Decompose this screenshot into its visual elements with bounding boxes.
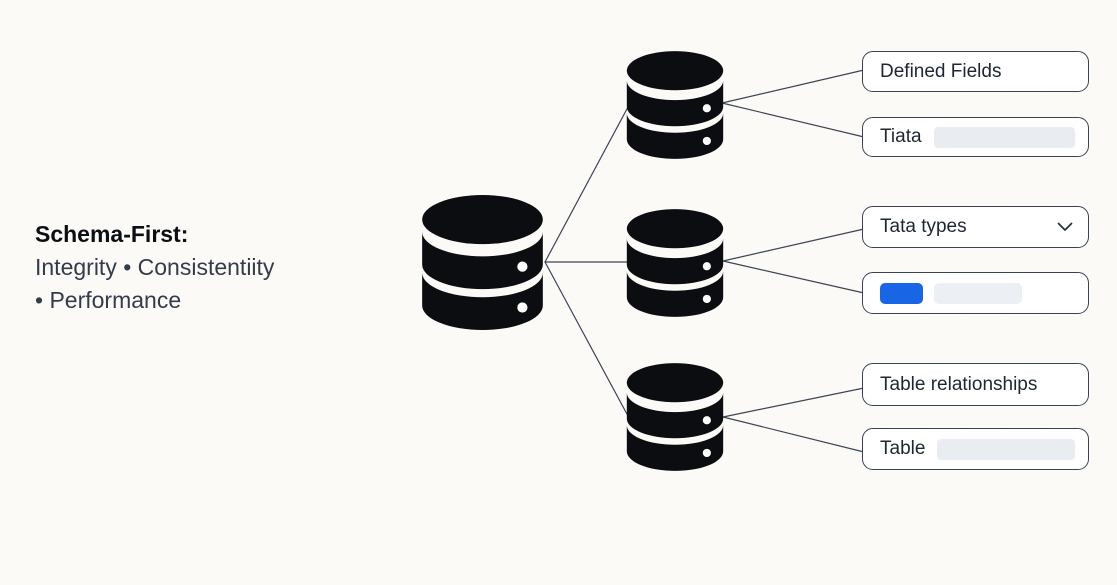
defined-fields-box: Defined Fields (862, 51, 1089, 92)
tiata-label: Tiata (880, 126, 922, 147)
table-box: Table (862, 428, 1089, 470)
caption-title: Schema-First: (35, 221, 189, 247)
caption-line-1: Integrity • Consistentiity (35, 254, 275, 280)
connector-line (721, 102, 865, 138)
progress-box (862, 272, 1089, 314)
database-icon (626, 363, 724, 471)
caption-line-2: • Performance (35, 287, 182, 313)
connector-line (722, 416, 865, 453)
tata-types-dropdown[interactable]: Tata types (862, 206, 1089, 248)
table-relationships-label: Table relationships (880, 373, 1038, 395)
tiata-box: Tiata (862, 117, 1089, 157)
database-icon (422, 195, 543, 330)
tata-types-label: Tata types (880, 216, 967, 237)
connector-line (722, 260, 865, 294)
connector-line (721, 69, 865, 104)
connector-line (544, 106, 629, 263)
table-label: Table (880, 438, 926, 459)
text-placeholder (934, 282, 1022, 304)
blue-button-placeholder (880, 282, 923, 304)
connector-line (722, 387, 865, 418)
connector-line (722, 228, 865, 262)
table-relationships-box: Table relationships (862, 363, 1089, 406)
defined-fields-label: Defined Fields (880, 60, 1002, 82)
text-placeholder (933, 126, 1075, 148)
caption-block: Schema-First: Integrity • Consistentiity… (35, 218, 274, 317)
text-placeholder (937, 438, 1076, 460)
connector-line (544, 261, 629, 417)
chevron-down-icon (1057, 222, 1073, 231)
database-icon (626, 209, 724, 317)
database-icon (626, 51, 724, 159)
